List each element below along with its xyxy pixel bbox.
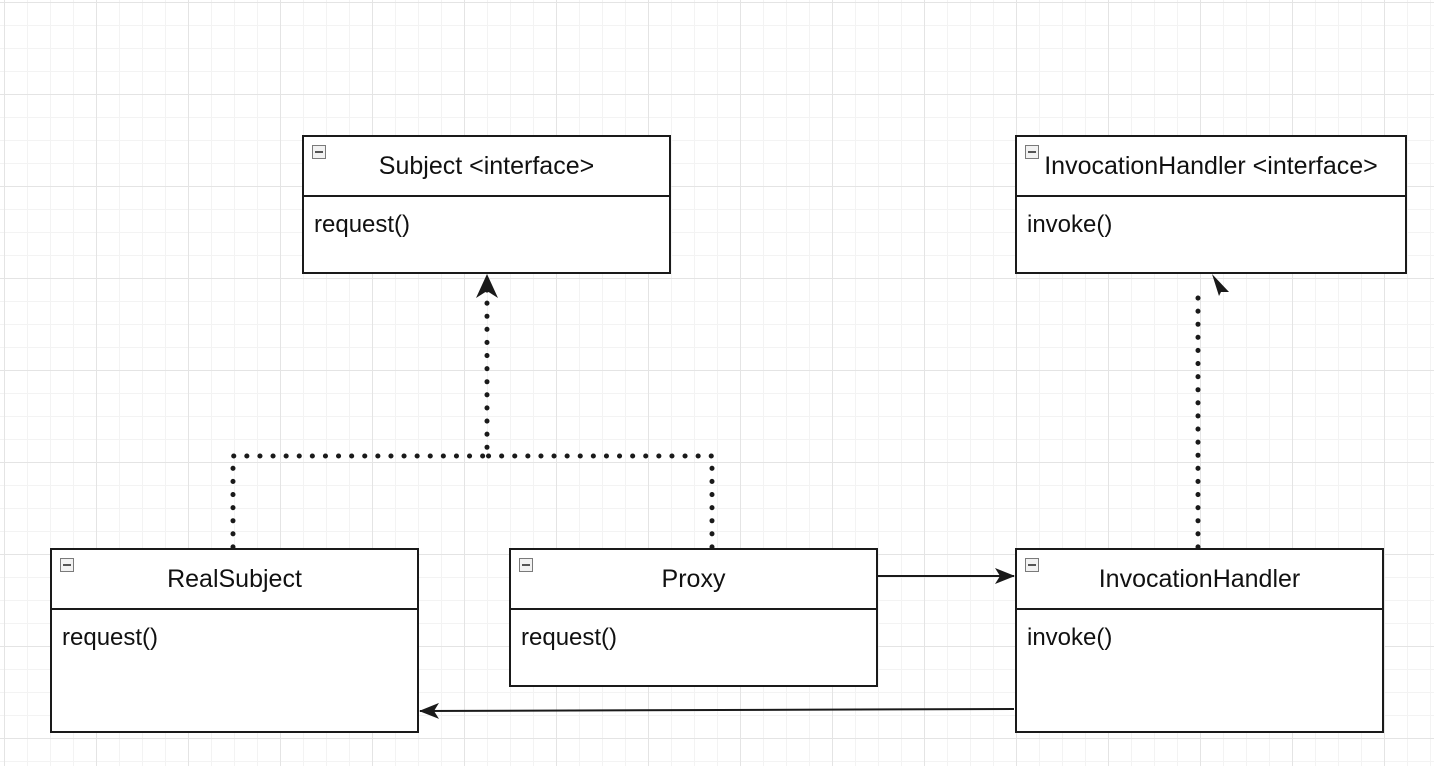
class-realsubject-header[interactable]: RealSubject	[52, 550, 417, 610]
class-invocationhandler-interface-methods[interactable]: invoke()	[1017, 197, 1405, 239]
class-subject-header[interactable]: Subject <interface>	[304, 137, 669, 197]
method-item: invoke()	[1027, 624, 1113, 651]
class-realsubject-methods[interactable]: request()	[52, 610, 417, 652]
class-realsubject[interactable]: RealSubject request()	[50, 548, 419, 733]
collapse-icon[interactable]	[519, 558, 533, 572]
class-invocationhandler-header[interactable]: InvocationHandler	[1017, 550, 1382, 610]
method-item: invoke()	[1027, 211, 1113, 238]
class-invocationhandler-interface-title: InvocationHandler <interface>	[1044, 151, 1378, 180]
class-proxy-methods[interactable]: request()	[511, 610, 876, 652]
handler-interface-arrowhead	[1212, 274, 1229, 296]
connector-proxy-to-subject[interactable]	[484, 453, 715, 550]
connector-invocationhandler-to-realsubject[interactable]	[419, 702, 1015, 719]
method-item: request()	[521, 624, 618, 651]
collapse-icon[interactable]	[312, 145, 326, 159]
class-invocationhandler-title: InvocationHandler	[1098, 564, 1301, 593]
class-proxy-header[interactable]: Proxy	[511, 550, 876, 610]
class-invocationhandler-interface-header[interactable]: InvocationHandler <interface>	[1017, 137, 1405, 197]
method-item: request()	[62, 624, 159, 651]
class-subject-methods[interactable]: request()	[304, 197, 669, 239]
connector-realsubject-to-subject[interactable]	[230, 287, 490, 550]
class-realsubject-title: RealSubject	[167, 564, 302, 593]
collapse-icon[interactable]	[1025, 145, 1039, 159]
class-subject[interactable]: Subject <interface> request()	[302, 135, 671, 274]
collapse-icon[interactable]	[60, 558, 74, 572]
class-invocationhandler[interactable]: InvocationHandler invoke()	[1015, 548, 1384, 733]
collapse-icon[interactable]	[1025, 558, 1039, 572]
method-item: request()	[314, 211, 411, 238]
class-invocationhandler-interface[interactable]: InvocationHandler <interface> invoke()	[1015, 135, 1407, 274]
class-invocationhandler-methods[interactable]: invoke()	[1017, 610, 1382, 652]
class-subject-title: Subject <interface>	[378, 151, 595, 180]
subject-arrowhead	[476, 274, 498, 298]
class-proxy-title: Proxy	[661, 564, 726, 593]
class-proxy[interactable]: Proxy request()	[509, 548, 878, 687]
